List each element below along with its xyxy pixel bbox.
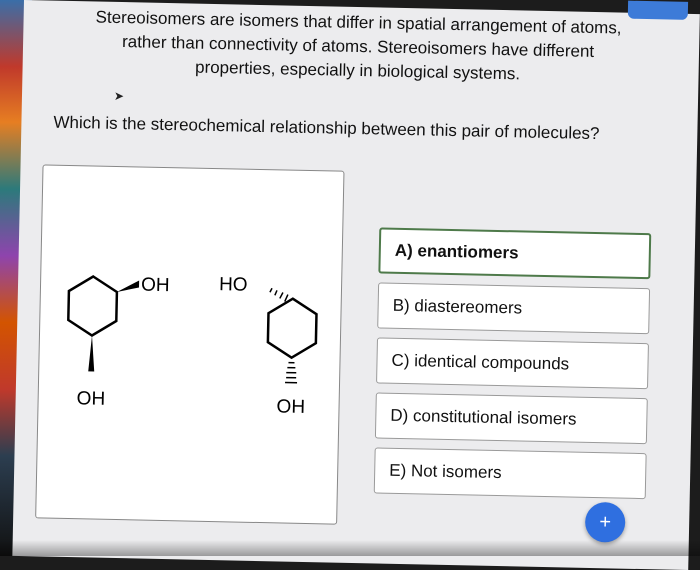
option-d-constitutional-isomers[interactable]: D) constitutional isomers (375, 392, 648, 444)
right-bottom-hashed-bond (285, 363, 297, 383)
option-b-diastereomers[interactable]: B) diastereomers (377, 282, 650, 334)
right-cyclohexane-ring (268, 298, 317, 358)
add-fab-button[interactable]: + (585, 502, 626, 543)
left-top-wedge-bond (117, 280, 139, 292)
right-top-hashed-bond (270, 288, 288, 301)
molecule-image-panel: OH OH HO OH (35, 164, 344, 524)
right-bottom-oh-label: OH (276, 396, 305, 418)
question-text: Which is the stereochemical relationship… (53, 113, 599, 144)
left-cyclohexane-ring (68, 276, 117, 336)
intro-text: Stereoisomers are isomers that differ in… (22, 0, 693, 90)
option-a-enantiomers[interactable]: A) enantiomers (378, 227, 651, 279)
plus-icon: + (599, 511, 611, 533)
mouse-cursor-icon: ➤ (114, 89, 124, 103)
right-top-ho-label: HO (219, 274, 248, 296)
left-top-oh-label: OH (141, 275, 170, 297)
molecule-structures: OH OH HO OH (36, 165, 343, 523)
bottom-edge-shadow (0, 540, 700, 556)
quiz-screen: Stereoisomers are isomers that differ in… (12, 0, 699, 570)
left-bottom-wedge-bond (88, 335, 95, 371)
option-e-not-isomers[interactable]: E) Not isomers (374, 447, 647, 499)
option-c-identical-compounds[interactable]: C) identical compounds (376, 337, 649, 389)
left-bottom-oh-label: OH (76, 388, 105, 410)
